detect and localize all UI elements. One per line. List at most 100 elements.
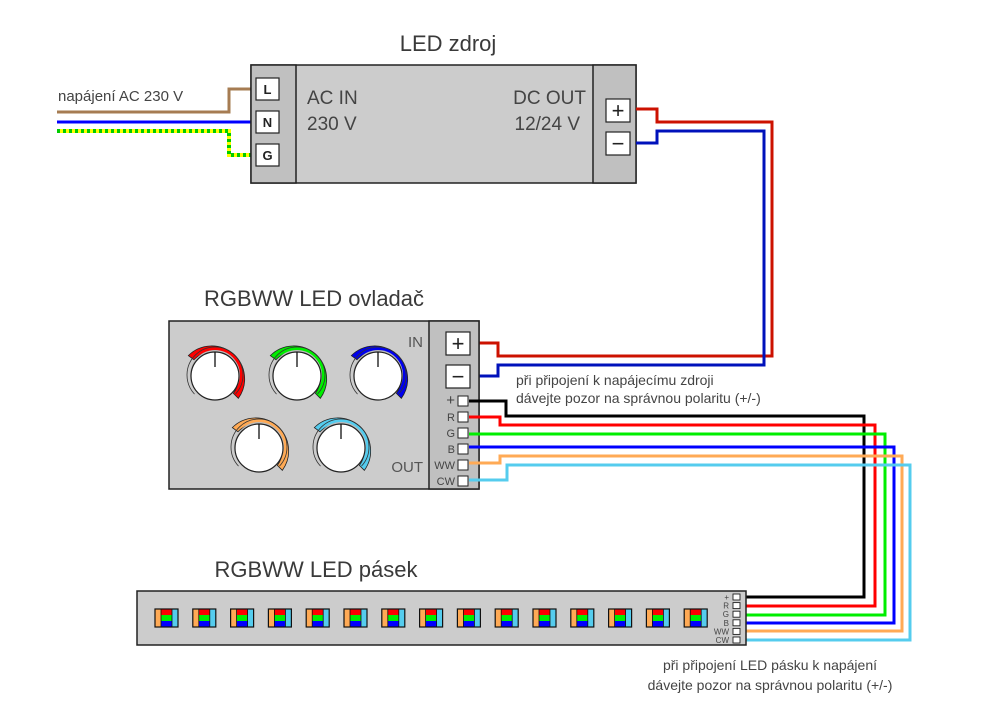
led-cw (323, 609, 330, 627)
pin-label: G (446, 428, 455, 440)
pin-socket[interactable] (457, 459, 469, 471)
led-outline (305, 608, 330, 628)
strip-pin-plus[interactable]: + (724, 593, 741, 602)
pin-socket[interactable] (732, 627, 741, 635)
led-ww (381, 609, 388, 627)
led-b (350, 621, 361, 627)
in-label: IN (408, 334, 423, 351)
led-cw (625, 609, 632, 627)
pin-socket[interactable] (457, 475, 469, 487)
led-outline (230, 608, 255, 628)
controller: IN OUT + − + RGB WW CW (168, 320, 480, 490)
led-g (539, 615, 550, 621)
led-b (387, 621, 399, 627)
pin-socket[interactable] (457, 427, 469, 439)
led-chip (456, 608, 481, 628)
pin-socket[interactable] (732, 602, 741, 610)
pin-label: B (724, 619, 729, 628)
knob-red[interactable] (186, 345, 245, 401)
pin-socket[interactable] (732, 619, 741, 627)
led-cw (663, 609, 670, 627)
wire-blue (469, 445, 896, 625)
wire-cold-white (469, 463, 912, 642)
pin-socket[interactable] (732, 610, 741, 618)
psu-minus-label: − (612, 131, 625, 156)
led-g (274, 615, 286, 621)
led-b (614, 621, 626, 627)
pin-socket[interactable] (732, 636, 741, 644)
led-ww (495, 609, 502, 627)
led-r (425, 609, 437, 615)
power-supply-output-section (592, 64, 637, 184)
led-b (274, 621, 286, 627)
controller-pin-ww[interactable]: WW (434, 459, 469, 472)
ac-in-label: AC IN (307, 88, 358, 109)
strip-polarity-note-line1: při připojení LED pásku k napájení (663, 657, 877, 673)
pin-label: CW (437, 476, 456, 488)
led-outline (570, 608, 595, 628)
led-ww (684, 609, 691, 627)
pin-label: G (723, 610, 729, 619)
knob-ring (230, 418, 288, 467)
ac-in-voltage: 230 V (307, 114, 357, 135)
knob-group (186, 345, 408, 473)
controller-pin-b[interactable]: B (448, 443, 469, 456)
led-ww (230, 609, 237, 627)
pin-socket[interactable] (457, 443, 469, 455)
wire-red (469, 415, 877, 608)
terminal-g[interactable]: G (255, 143, 280, 167)
controller-pin-plus[interactable]: + (446, 392, 469, 409)
led-outline (192, 608, 217, 628)
output-wires (469, 399, 912, 642)
controller-plus-terminal[interactable]: + (445, 331, 471, 356)
led-cw (361, 609, 367, 627)
led-r (539, 609, 550, 615)
led-chip (343, 608, 368, 628)
strip-pin-cw[interactable]: CW (716, 636, 741, 645)
led-outline (343, 608, 368, 628)
pin-socket[interactable] (732, 593, 741, 601)
knob-cold-white[interactable] (312, 417, 371, 473)
knob-green[interactable] (268, 345, 327, 401)
led-r (198, 609, 210, 615)
led-ww (306, 609, 313, 627)
led-ww (419, 609, 426, 627)
led-r (614, 609, 626, 615)
pin-socket[interactable] (457, 411, 469, 423)
controller-minus-terminal[interactable]: − (445, 364, 471, 389)
pin-label: WW (714, 627, 730, 636)
led-r (387, 609, 399, 615)
strip-pin-r[interactable]: R (723, 602, 741, 611)
psu-minus-terminal[interactable]: − (605, 131, 631, 156)
psu-plus-terminal[interactable]: + (605, 98, 631, 123)
wire-warm-white (469, 454, 904, 633)
controller-plus-label: + (452, 331, 465, 356)
controller-pin-g[interactable]: G (446, 427, 469, 440)
led-cw (512, 609, 519, 627)
knob-warm-white[interactable] (230, 417, 289, 473)
pin-label: CW (716, 636, 730, 645)
controller-pin-r[interactable]: R (447, 411, 469, 424)
strip-pin-ww[interactable]: WW (714, 627, 741, 636)
knob-blue[interactable] (349, 345, 408, 401)
out-label: OUT (391, 459, 423, 476)
terminal-l[interactable]: L (255, 77, 280, 101)
terminal-n[interactable]: N (255, 110, 280, 134)
terminal-n-label: N (263, 115, 272, 130)
mains-wires (57, 87, 256, 157)
strip-title: RGBWW LED pásek (215, 557, 419, 582)
led-g (690, 615, 702, 621)
pin-label: + (446, 392, 455, 409)
pin-socket[interactable] (457, 395, 469, 407)
strip-pin-b[interactable]: B (724, 619, 741, 628)
controller-minus-label: − (452, 364, 465, 389)
led-g (501, 615, 513, 621)
controller-pin-cw[interactable]: CW (437, 475, 469, 488)
pin-label: WW (434, 460, 455, 472)
strip-polarity-note-line2: dávejte pozor na správnou polaritu (+/-) (648, 677, 893, 693)
led-r (274, 609, 286, 615)
strip-pin-g[interactable]: G (723, 610, 741, 619)
led-r (463, 609, 475, 615)
terminal-g-label: G (262, 148, 272, 163)
